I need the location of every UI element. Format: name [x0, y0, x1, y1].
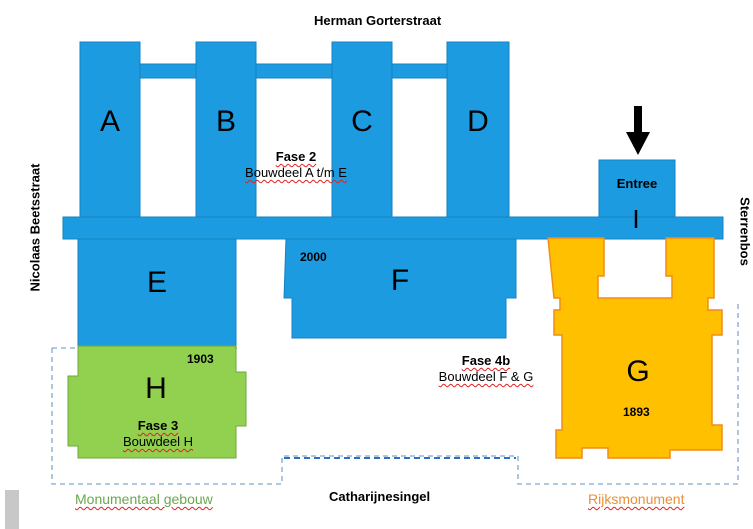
label-g: G	[626, 355, 650, 388]
building-f	[283, 237, 517, 339]
phase-2-desc: Bouwdeel A t/m E	[245, 165, 347, 180]
phase-3-title: Fase 3	[137, 418, 179, 433]
phase-4b-title: Fase 4b	[461, 353, 511, 368]
street-east: Sterrenbos	[737, 197, 753, 266]
street-south: Catharijnesingel	[329, 489, 431, 504]
label-f: F	[390, 264, 410, 297]
phase-2-title: Fase 2	[275, 149, 317, 164]
phase-3-desc: Bouwdeel H	[122, 434, 194, 449]
label-d: D	[467, 105, 489, 138]
street-north: Herman Gorterstraat	[314, 13, 442, 28]
building-e	[77, 235, 237, 347]
building-c	[331, 41, 393, 221]
building-h	[67, 345, 247, 459]
main-corridor	[62, 216, 724, 240]
connector-bridge	[137, 63, 451, 79]
label-a: A	[99, 105, 120, 138]
entrance-label: Entree	[616, 176, 658, 191]
building-g	[547, 237, 723, 459]
label-h: H	[145, 372, 167, 405]
phase-2: Fase 2 Bouwdeel A t/m E	[226, 149, 366, 181]
legend-rijksmonument: Rijksmonument	[588, 491, 685, 507]
label-c: C	[351, 105, 373, 138]
building-a	[79, 41, 141, 221]
street-west: Nicolaas Beetsstraat	[27, 163, 43, 292]
phase-4b: Fase 4b Bouwdeel F & G	[416, 353, 556, 385]
label-e: E	[146, 266, 167, 299]
phase-3: Fase 3 Bouwdeel H	[98, 418, 218, 450]
year-f: 2000	[300, 250, 327, 264]
building-d	[446, 41, 510, 221]
phase-4b-desc: Bouwdeel F & G	[438, 369, 534, 384]
label-b: B	[215, 105, 236, 138]
scrollbar-thumb[interactable]	[5, 490, 19, 529]
entrance-arrow-icon	[626, 106, 650, 155]
label-i: I	[632, 204, 640, 234]
year-h: 1903	[187, 352, 214, 366]
building-entree	[598, 159, 676, 221]
year-g: 1893	[623, 405, 650, 419]
legend-monument: Monumentaal gebouw	[75, 491, 213, 507]
